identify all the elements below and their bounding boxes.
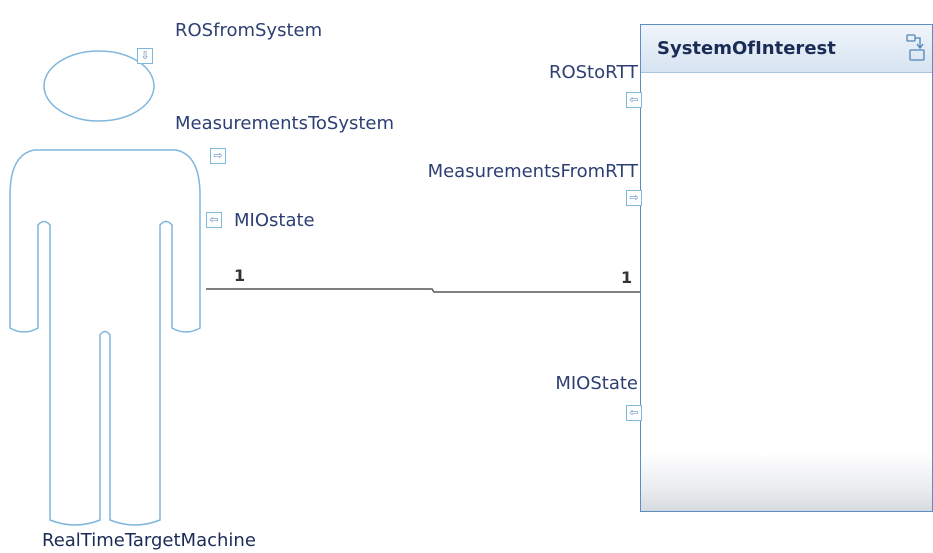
nested-structure-icon[interactable] — [904, 33, 928, 63]
system-block[interactable]: SystemOfInterest — [640, 24, 933, 512]
actor-name[interactable]: RealTimeTargetMachine — [42, 530, 256, 551]
actor-head[interactable] — [43, 50, 155, 122]
label-mio-state-actor: MIOstate — [234, 210, 315, 231]
port-ros-from-system[interactable]: ⇩ — [137, 48, 153, 64]
block-title: SystemOfInterest — [657, 38, 836, 59]
label-mio-state-block: MIOState — [555, 373, 638, 394]
label-ros-from-system: ROSfromSystem — [175, 20, 323, 41]
multiplicity-target: 1 — [621, 268, 633, 287]
association-connector[interactable] — [206, 288, 640, 293]
port-measurements-from-rtt[interactable]: ⇨ — [626, 190, 642, 206]
label-ros-to-rtt: ROStoRTT — [548, 62, 638, 83]
port-mio-state-block[interactable]: ⇦ — [626, 405, 642, 421]
label-measurements-from-rtt: MeasurementsFromRTT — [427, 161, 638, 182]
multiplicity-source: 1 — [234, 266, 246, 285]
port-measurements-to-system[interactable]: ⇨ — [210, 148, 226, 164]
port-mio-state-actor[interactable]: ⇦ — [206, 212, 222, 228]
port-ros-to-rtt[interactable]: ⇦ — [626, 92, 642, 108]
actor-body[interactable] — [9, 149, 201, 526]
block-header: SystemOfInterest — [641, 25, 932, 73]
label-measurements-to-system: MeasurementsToSystem — [175, 113, 395, 134]
